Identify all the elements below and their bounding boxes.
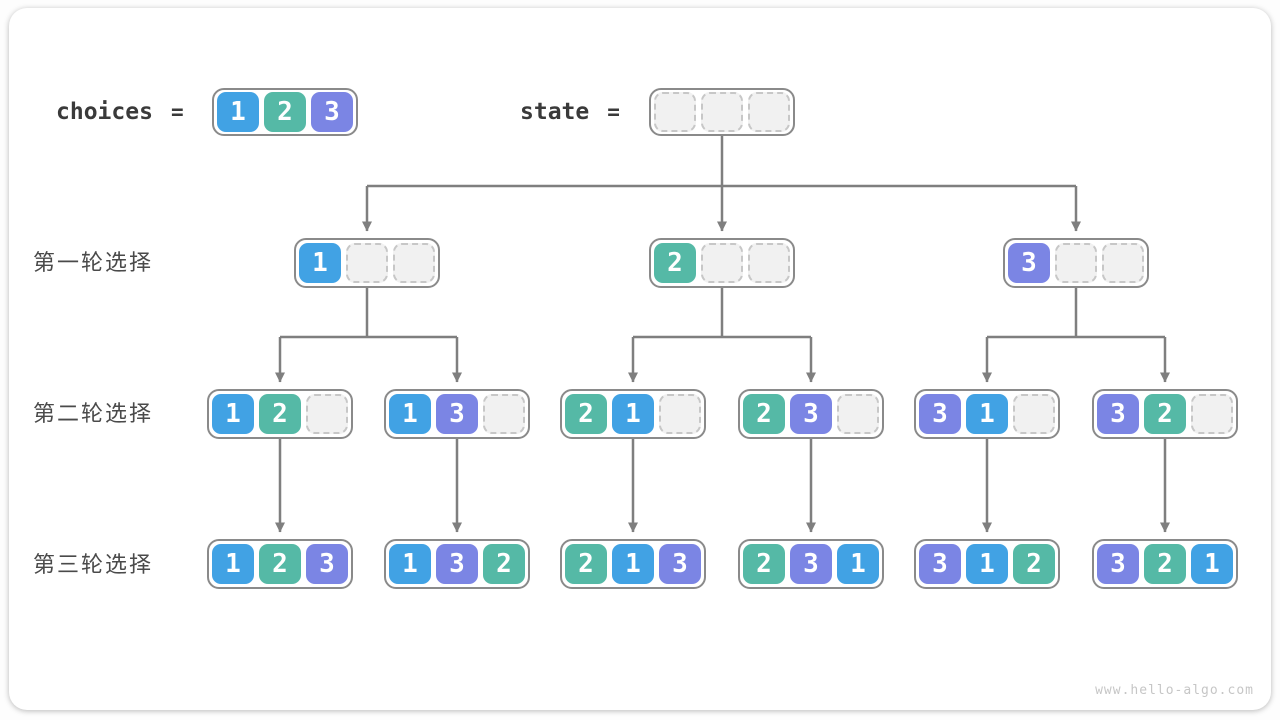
cell-3: 3 <box>311 92 353 132</box>
cell-empty <box>306 394 348 434</box>
cell-2: 2 <box>259 394 301 434</box>
cell-1: 1 <box>612 394 654 434</box>
cell-3: 3 <box>306 544 348 584</box>
cell-1: 1 <box>966 544 1008 584</box>
cell-1: 1 <box>966 394 1008 434</box>
round-3-label: 第三轮选择 <box>33 552 154 577</box>
tree-node-round1-2: 2 <box>649 238 795 288</box>
cell-empty <box>346 243 388 283</box>
cell-2: 2 <box>1144 394 1186 434</box>
cell-2: 2 <box>654 243 696 283</box>
cell-3: 3 <box>919 394 961 434</box>
cell-empty <box>659 394 701 434</box>
cell-empty <box>701 92 743 132</box>
round-2-label: 第二轮选择 <box>33 401 154 426</box>
cell-1: 1 <box>612 544 654 584</box>
cell-2: 2 <box>264 92 306 132</box>
cell-empty <box>701 243 743 283</box>
cell-3: 3 <box>1008 243 1050 283</box>
state-array <box>649 88 795 136</box>
cell-1: 1 <box>299 243 341 283</box>
watermark: www.hello-algo.com <box>1095 683 1254 698</box>
cell-1: 1 <box>837 544 879 584</box>
cell-1: 1 <box>217 92 259 132</box>
cell-empty <box>1055 243 1097 283</box>
cell-2: 2 <box>565 394 607 434</box>
equals-sign: = <box>170 100 184 124</box>
cell-3: 3 <box>659 544 701 584</box>
cell-3: 3 <box>1097 394 1139 434</box>
cell-2: 2 <box>743 544 785 584</box>
cell-2: 2 <box>1144 544 1186 584</box>
cell-1: 1 <box>389 544 431 584</box>
cell-3: 3 <box>790 394 832 434</box>
tree-node-round1-3: 3 <box>1003 238 1149 288</box>
choices-variable: choices = <box>56 88 184 136</box>
state-variable: state = <box>520 88 620 136</box>
cell-1: 1 <box>1191 544 1233 584</box>
cell-3: 3 <box>790 544 832 584</box>
cell-3: 3 <box>1097 544 1139 584</box>
cell-2: 2 <box>483 544 525 584</box>
cell-empty <box>837 394 879 434</box>
cell-empty <box>1013 394 1055 434</box>
round-1-label: 第一轮选择 <box>33 250 154 275</box>
cell-2: 2 <box>259 544 301 584</box>
cell-3: 3 <box>436 544 478 584</box>
cell-3: 3 <box>919 544 961 584</box>
cell-2: 2 <box>1013 544 1055 584</box>
cell-empty <box>393 243 435 283</box>
cell-empty <box>748 92 790 132</box>
cell-empty <box>483 394 525 434</box>
state-label: state <box>520 99 590 125</box>
tree-node-round1-1: 1 <box>294 238 440 288</box>
cell-empty <box>654 92 696 132</box>
cell-1: 1 <box>389 394 431 434</box>
cell-3: 3 <box>436 394 478 434</box>
choices-label: choices <box>56 99 153 125</box>
cell-empty <box>748 243 790 283</box>
cell-2: 2 <box>743 394 785 434</box>
cell-2: 2 <box>565 544 607 584</box>
equals-sign: = <box>607 100 620 124</box>
cell-1: 1 <box>212 394 254 434</box>
cell-1: 1 <box>212 544 254 584</box>
cell-empty <box>1191 394 1233 434</box>
cell-empty <box>1102 243 1144 283</box>
